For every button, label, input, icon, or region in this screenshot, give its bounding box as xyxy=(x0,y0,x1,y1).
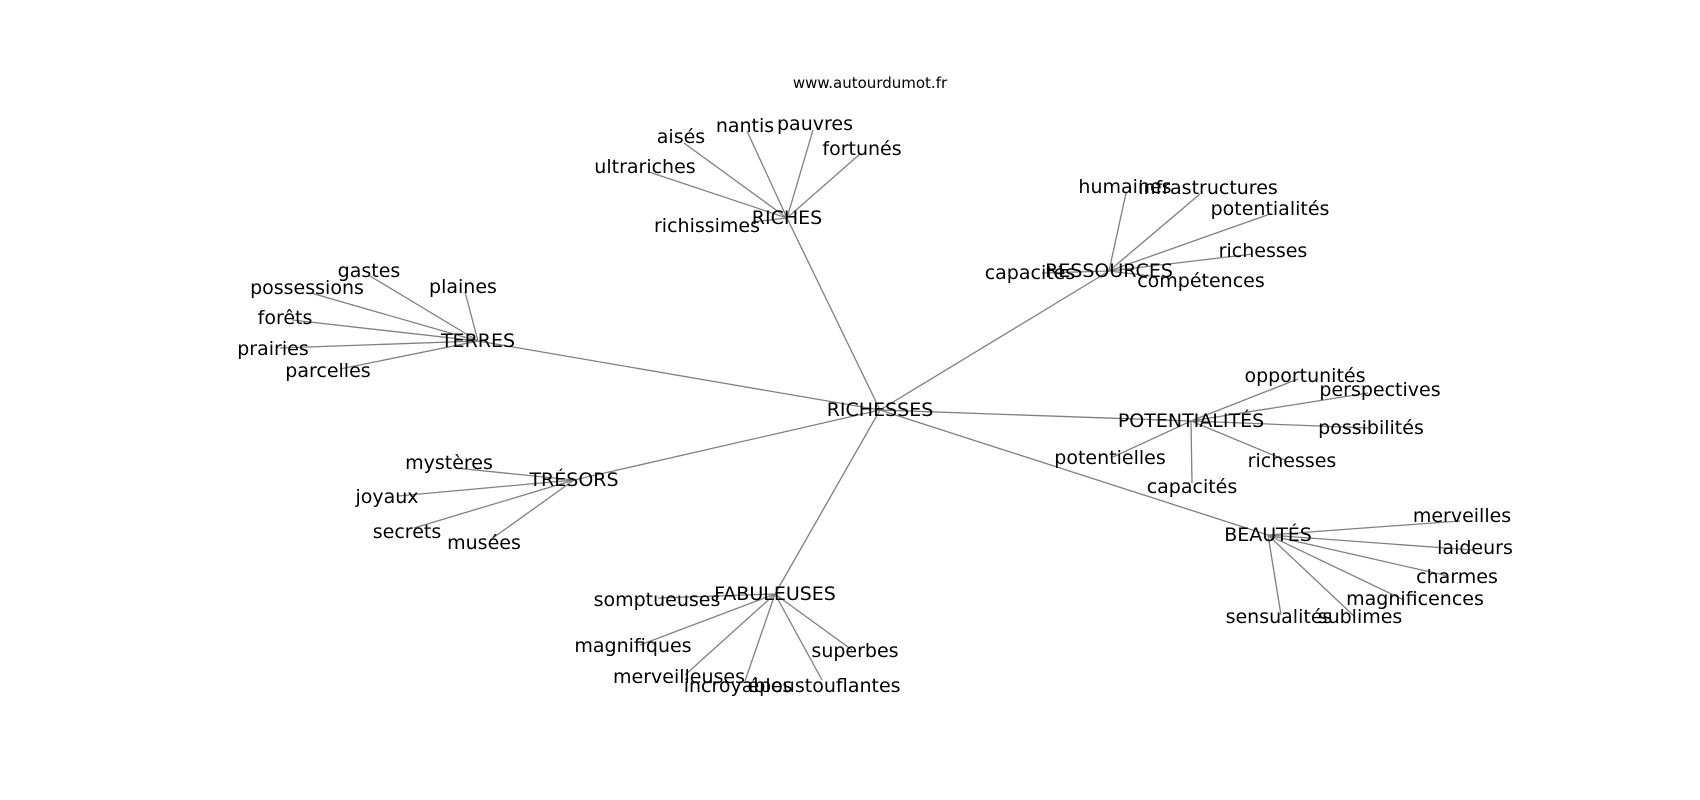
hub-node-riches[interactable]: RICHES xyxy=(752,207,822,229)
edge-ressources-3 xyxy=(1108,253,1254,272)
leaf-node[interactable]: merveilles xyxy=(1413,505,1511,527)
hub-node-potentialites[interactable]: POTENTIALITÉS xyxy=(1118,409,1264,432)
leaf-node[interactable]: aisés xyxy=(657,126,705,148)
leaf-node[interactable]: capacités xyxy=(1147,476,1238,498)
edge-tresors-1 xyxy=(397,479,575,497)
edge-terres-0 xyxy=(369,275,479,342)
hub-node-tresors[interactable]: TRÉSORS xyxy=(528,468,618,491)
edge-fabuleuses-1 xyxy=(639,593,776,646)
edge-beautes-3 xyxy=(1267,534,1405,601)
edge-riches-5 xyxy=(751,217,788,223)
edge-center-beautes xyxy=(879,409,1269,536)
edge-terres-4 xyxy=(279,340,479,349)
edge-terres-5 xyxy=(339,340,479,370)
edge-center-fabuleuses xyxy=(774,409,881,595)
leaf-node[interactable]: secrets xyxy=(373,521,441,543)
leaf-node[interactable]: possibilités xyxy=(1318,417,1424,439)
leaf-node[interactable]: merveilleuses xyxy=(613,666,745,688)
leaf-node[interactable]: possessions xyxy=(250,277,364,299)
hub-node-beautes[interactable]: BEAUTÉS xyxy=(1224,523,1312,546)
edge-tresors-3 xyxy=(489,479,575,541)
leaf-node[interactable]: musées xyxy=(447,532,521,554)
leaf-node[interactable]: nantis xyxy=(716,115,774,137)
edge-riches-2 xyxy=(786,129,814,219)
leaf-node[interactable]: charmes xyxy=(1416,566,1498,588)
edge-ressources-5 xyxy=(1041,270,1110,274)
leaf-node[interactable]: incroyables xyxy=(684,675,793,697)
edge-center-tresors xyxy=(573,409,881,481)
hub-node-fabuleuses[interactable]: FABULEUSES xyxy=(714,583,836,605)
edge-beautes-2 xyxy=(1267,534,1449,577)
leaf-node[interactable]: humaines xyxy=(1078,176,1171,198)
leaf-node[interactable]: gastes xyxy=(338,260,401,282)
leaf-node[interactable]: mystères xyxy=(405,452,493,474)
leaf-node[interactable]: magnifiques xyxy=(574,635,691,657)
leaf-node[interactable]: sublimes xyxy=(1318,606,1403,628)
leaf-node[interactable]: capacités xyxy=(985,262,1076,284)
edge-potentialites-4 xyxy=(1190,420,1193,484)
leaf-node[interactable]: opportunités xyxy=(1244,365,1365,387)
edge-center-potentialites xyxy=(879,409,1192,422)
edge-terres-1 xyxy=(310,292,479,342)
edge-riches-1 xyxy=(746,130,788,219)
edge-ressources-1 xyxy=(1108,193,1201,272)
edge-beautes-5 xyxy=(1267,534,1282,616)
leaf-node[interactable]: forêts xyxy=(258,307,313,329)
leaf-node[interactable]: potentialités xyxy=(1211,198,1330,220)
leaf-node[interactable]: plaines xyxy=(429,276,497,298)
leaf-node[interactable]: compétences xyxy=(1137,270,1265,292)
edge-potentialites-5 xyxy=(1112,420,1192,458)
edge-beautes-4 xyxy=(1267,534,1356,618)
edge-ressources-4 xyxy=(1108,270,1151,277)
leaf-node[interactable]: pauvres xyxy=(777,113,853,135)
edge-tresors-0 xyxy=(454,467,575,481)
edge-tresors-2 xyxy=(413,479,575,529)
leaf-node[interactable]: sensualités xyxy=(1226,606,1333,628)
edge-terres-2 xyxy=(464,291,479,342)
edge-riches-3 xyxy=(786,153,861,219)
edge-center-terres xyxy=(477,340,881,411)
edge-ressources-0 xyxy=(1108,192,1127,272)
leaf-node[interactable]: ultrariches xyxy=(594,156,695,178)
leaf-node[interactable]: infrastructures xyxy=(1138,177,1278,199)
site-url: www.autourdumot.fr xyxy=(793,74,948,92)
hub-node-ressources[interactable]: RESSOURCES xyxy=(1045,260,1173,282)
leaf-node[interactable]: prairies xyxy=(237,338,308,360)
edge-fabuleuses-3 xyxy=(744,593,776,682)
edge-potentialites-0 xyxy=(1190,378,1299,422)
edge-beautes-1 xyxy=(1267,534,1474,551)
leaf-node[interactable]: superbes xyxy=(811,640,898,662)
edge-fabuleuses-2 xyxy=(684,593,776,676)
leaf-node[interactable]: richissimes xyxy=(654,215,760,237)
edge-beautes-0 xyxy=(1267,520,1461,536)
leaf-node[interactable]: potentielles xyxy=(1054,447,1165,469)
leaf-node[interactable]: magnificences xyxy=(1346,588,1484,610)
edge-riches-0 xyxy=(683,142,788,219)
center-node[interactable]: RICHESSES xyxy=(827,399,934,421)
hub-node-terres[interactable]: TERRES xyxy=(440,330,515,352)
edge-fabuleuses-4 xyxy=(774,593,823,681)
leaf-node[interactable]: époustouflantes xyxy=(747,675,900,697)
leaf-node[interactable]: joyaux xyxy=(354,486,418,508)
edge-ressources-2 xyxy=(1108,213,1271,272)
edge-potentialites-3 xyxy=(1190,420,1286,461)
edge-center-riches xyxy=(786,217,881,411)
edge-fabuleuses-0 xyxy=(657,593,776,599)
leaf-node[interactable]: richesses xyxy=(1248,450,1337,472)
leaf-node[interactable]: laideurs xyxy=(1437,537,1513,559)
edge-riches-4 xyxy=(648,171,788,219)
edge-fabuleuses-5 xyxy=(774,593,853,651)
edge-potentialites-2 xyxy=(1190,420,1371,429)
edge-terres-3 xyxy=(291,319,479,342)
edge-center-ressources xyxy=(879,270,1110,411)
leaf-node[interactable]: richesses xyxy=(1219,240,1308,262)
leaf-node[interactable]: fortunés xyxy=(822,138,901,160)
edges xyxy=(279,129,1474,682)
edge-potentialites-1 xyxy=(1190,392,1369,422)
leaf-node[interactable]: parcelles xyxy=(285,360,370,382)
leaf-node[interactable]: perspectives xyxy=(1319,379,1440,401)
leaf-node[interactable]: somptueuses xyxy=(594,589,721,611)
